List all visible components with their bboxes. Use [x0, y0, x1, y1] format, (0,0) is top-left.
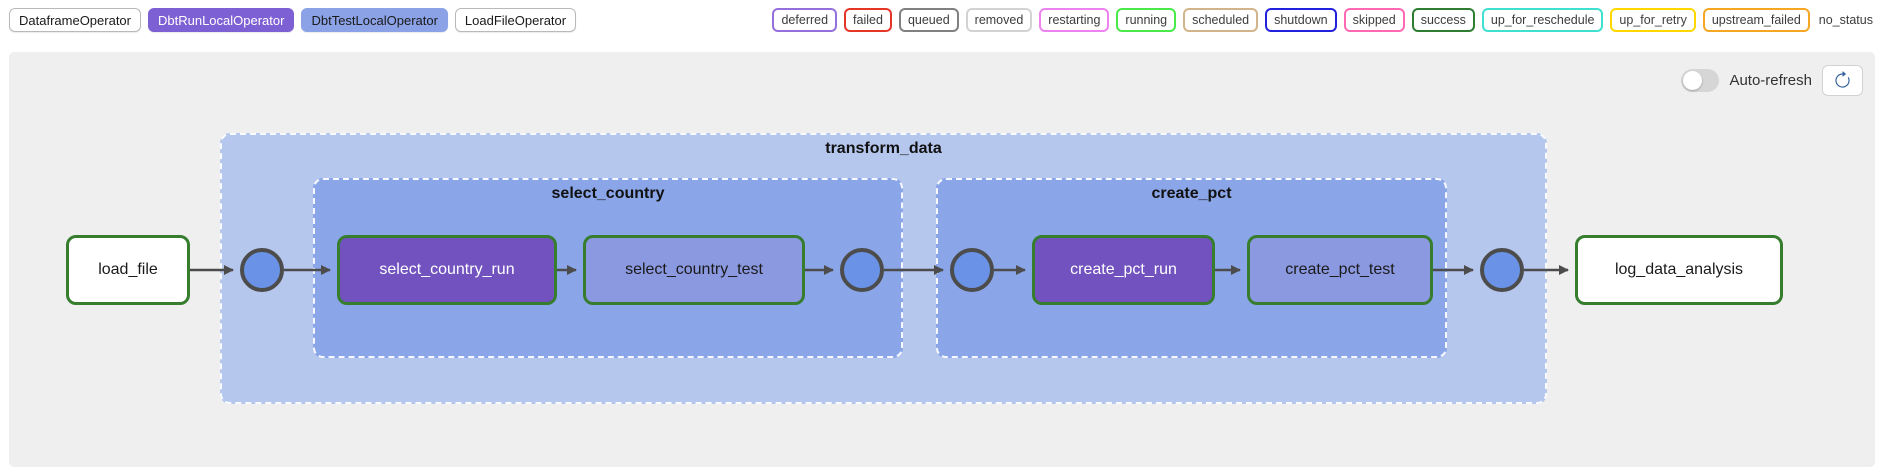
state-badge-success: success — [1411, 8, 1475, 32]
state-badge-shutdown: shutdown — [1265, 8, 1337, 32]
dag-graph-panel: Auto-refresh transform_data select_count… — [9, 52, 1875, 467]
task-group-title-transform-data: transform_data — [825, 140, 942, 157]
state-badge-failed: failed — [844, 8, 892, 32]
task-group-title-create-pct: create_pct — [1151, 185, 1232, 202]
state-badge-removed: removed — [965, 8, 1033, 32]
state-badge-queued: queued — [898, 8, 959, 32]
task-node-load-file[interactable]: load_file — [66, 235, 190, 305]
state-badge-deferred: deferred — [772, 8, 838, 32]
auto-refresh-toggle[interactable] — [1681, 69, 1720, 92]
operator-chip-dbt-test-local-operator: DbtTestLocalOperator — [301, 8, 448, 32]
task-node-create-pct-test[interactable]: create_pct_test — [1247, 235, 1433, 305]
operator-chip-dbt-run-local-operator: DbtRunLocalOperator — [148, 8, 295, 32]
operator-chip-load-file-operator: LoadFileOperator — [454, 8, 577, 32]
transform-data-downstream-join-circle — [1480, 248, 1524, 292]
state-legend: deferred failed queued removed restartin… — [772, 8, 1875, 32]
operator-chip-dataframe-operator: DataframeOperator — [9, 8, 141, 32]
refresh-button[interactable] — [1822, 65, 1863, 96]
create-pct-upstream-join-circle — [950, 248, 994, 292]
task-group-title-select-country: select_country — [551, 185, 665, 202]
state-label-no-status: no_status — [1816, 8, 1875, 32]
transform-data-upstream-join-circle — [240, 248, 284, 292]
refresh-icon — [1835, 71, 1850, 88]
dag-edges — [190, 265, 1569, 275]
state-badge-scheduled: scheduled — [1183, 8, 1259, 32]
operator-legend: DataframeOperator DbtRunLocalOperator Db… — [9, 8, 577, 32]
graph-controls: Auto-refresh — [1681, 65, 1863, 96]
select-country-downstream-join-circle — [840, 248, 884, 292]
legend-topbar: DataframeOperator DbtRunLocalOperator Db… — [0, 0, 1884, 52]
state-badge-skipped: skipped — [1343, 8, 1405, 32]
state-badge-upstream-failed: upstream_failed — [1702, 8, 1810, 32]
task-node-select-country-run[interactable]: select_country_run — [337, 235, 557, 305]
toggle-knob — [1683, 71, 1703, 90]
task-node-select-country-test[interactable]: select_country_test — [583, 235, 805, 305]
task-node-log-data-analysis[interactable]: log_data_analysis — [1575, 235, 1783, 305]
task-node-create-pct-run[interactable]: create_pct_run — [1032, 235, 1215, 305]
state-badge-up-for-reschedule: up_for_reschedule — [1481, 8, 1604, 32]
auto-refresh-label: Auto-refresh — [1729, 72, 1812, 89]
state-badge-restarting: restarting — [1039, 8, 1110, 32]
state-badge-running: running — [1116, 8, 1177, 32]
state-badge-up-for-retry: up_for_retry — [1610, 8, 1696, 32]
